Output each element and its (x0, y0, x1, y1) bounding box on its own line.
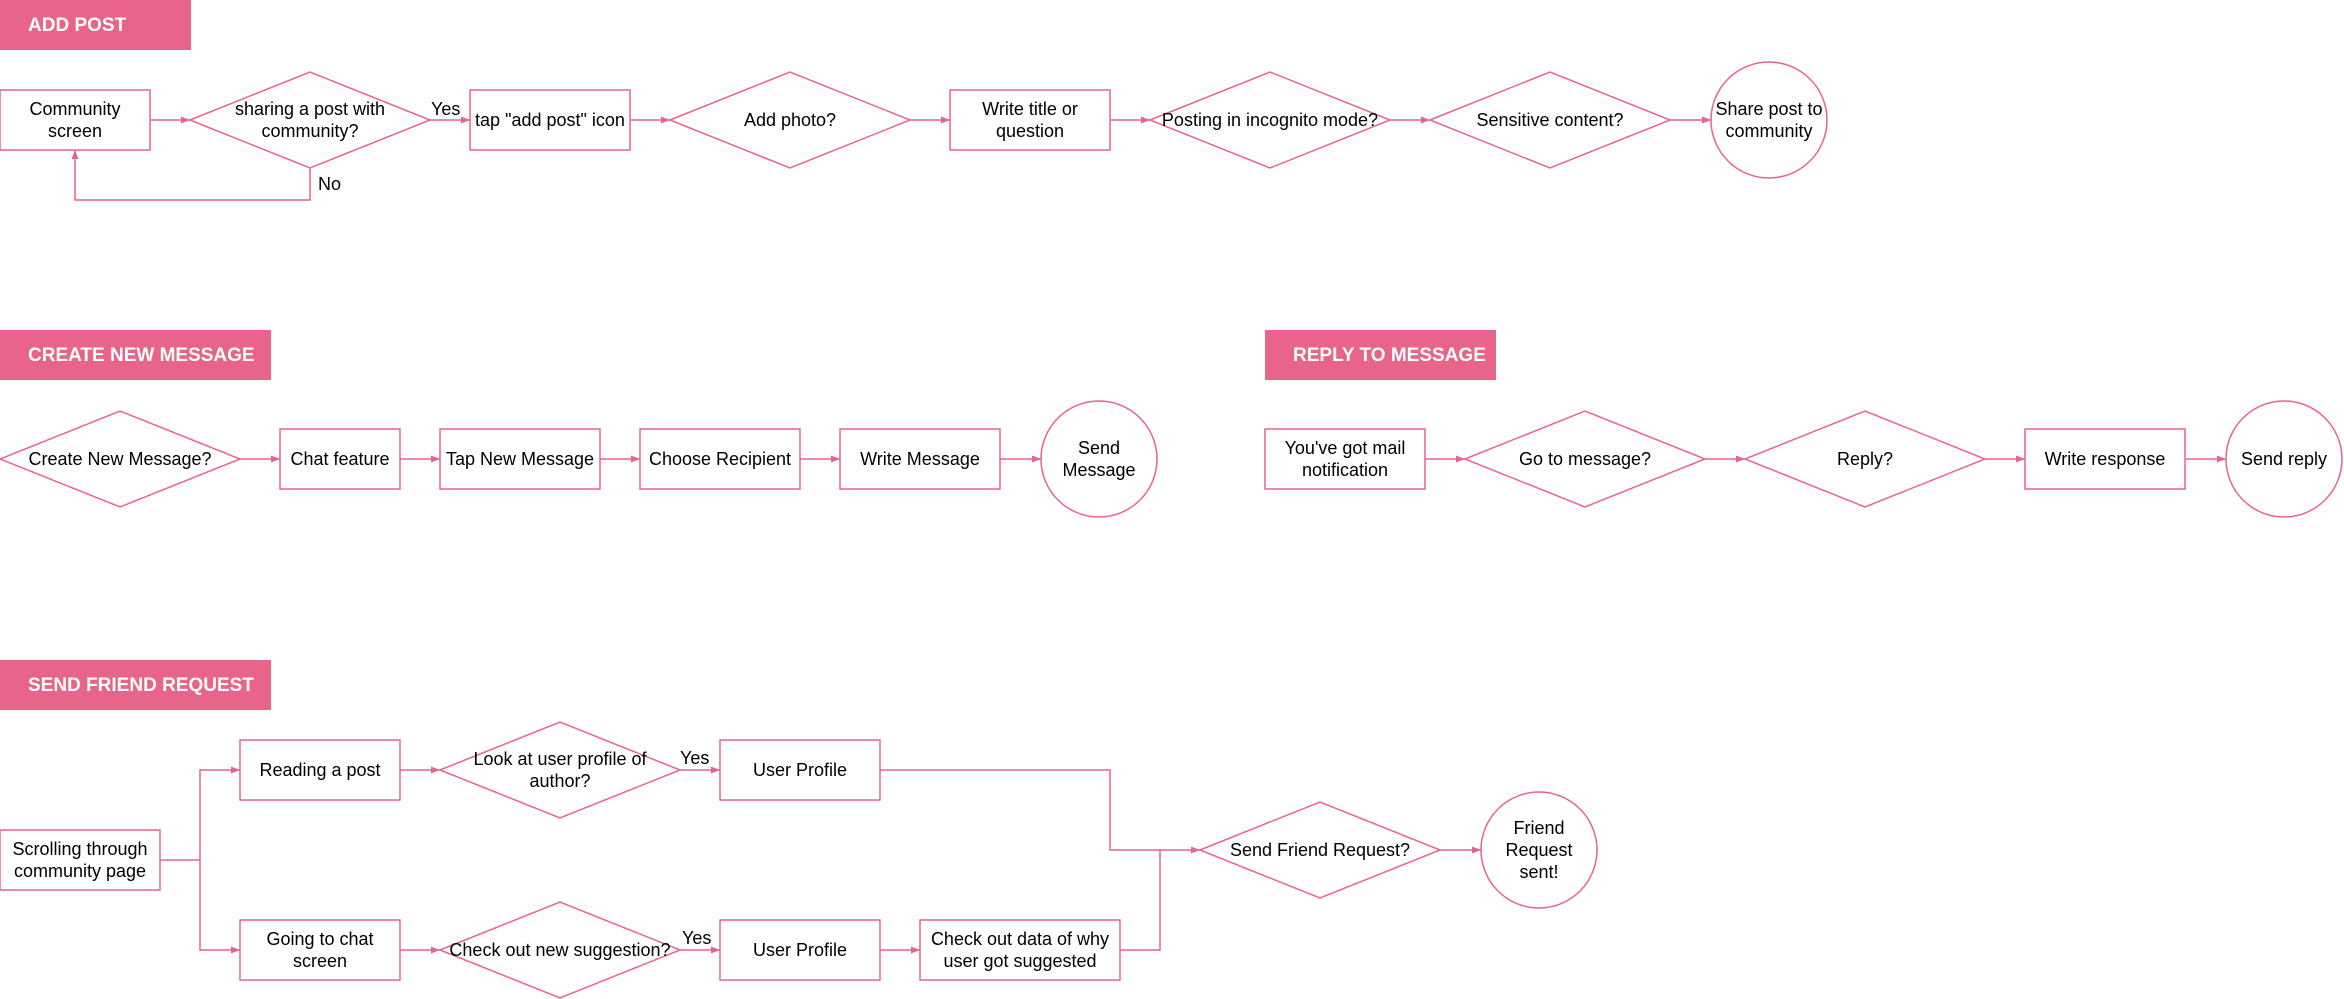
node-label: tap "add post" icon (475, 110, 625, 130)
node-label: Go to message? (1519, 449, 1651, 469)
edge-branch-to-chat (199, 860, 240, 954)
node-label: User Profile (753, 760, 847, 780)
node-label: Request (1505, 840, 1572, 860)
node-label: Friend (1513, 818, 1564, 838)
node-label: Reading a post (259, 760, 380, 780)
node-reply: Reply? (1742, 410, 1988, 508)
node-label: screen (293, 951, 347, 971)
node-label: Share post to (1715, 99, 1822, 119)
node-label: Sensitive content? (1476, 110, 1623, 130)
node-label: Message (1062, 460, 1135, 480)
node-label: Check out data of why (931, 929, 1109, 949)
node-label: sharing a post with (235, 99, 385, 119)
node-go-to-message: Go to message? (1462, 410, 1708, 508)
node-label: Reply? (1837, 449, 1893, 469)
node-label: Look at user profile of (473, 749, 647, 769)
node-label: Check out new suggestion? (449, 940, 670, 960)
node-label: Send Friend Request? (1230, 840, 1410, 860)
node-user-profile-2: User Profile (719, 919, 881, 981)
section-title-send-friend-request: SEND FRIEND REQUEST (0, 660, 271, 710)
node-label: Create New Message? (28, 449, 211, 469)
svg-text:SEND FRIEND REQUEST: SEND FRIEND REQUEST (28, 675, 254, 696)
node-label: Choose Recipient (649, 449, 791, 469)
node-label: Posting in incognito mode? (1162, 110, 1378, 130)
node-label: community (1725, 121, 1812, 141)
edge-label-no: No (318, 174, 341, 194)
node-label: Write Message (860, 449, 980, 469)
node-write-response: Write response (2024, 428, 2186, 490)
node-write-message: Write Message (839, 428, 1001, 490)
node-incognito: Posting in incognito mode? (1147, 71, 1393, 169)
node-choose-recipient: Choose Recipient (639, 428, 801, 490)
node-label: Write title or (982, 99, 1078, 119)
node-create-new-message: Create New Message? (0, 410, 243, 508)
node-send-friend-request: Send Friend Request? (1197, 801, 1443, 899)
node-label: community? (261, 121, 358, 141)
edge-label-yes: Yes (680, 748, 709, 768)
edge-label-yes: Yes (682, 928, 711, 948)
section-title-reply-to-message: REPLY TO MESSAGE (1265, 330, 1496, 380)
node-label: community page (14, 861, 146, 881)
node-label: Send reply (2241, 449, 2327, 469)
node-chat-feature: Chat feature (279, 428, 401, 490)
edge-sharing-no-loop (71, 150, 311, 201)
node-label: Community (29, 99, 120, 119)
node-label: Write response (2045, 449, 2166, 469)
node-label: notification (1302, 460, 1388, 480)
node-label: sent! (1519, 862, 1558, 882)
node-label: Tap New Message (446, 449, 594, 469)
node-label: Add photo? (744, 110, 836, 130)
node-label: author? (529, 771, 590, 791)
node-label: Going to chat (266, 929, 373, 949)
edge-branch-to-reading (199, 766, 240, 860)
edge-profile1-to-sfr (880, 769, 1200, 854)
node-tap-new-message: Tap New Message (439, 428, 601, 490)
node-tap-add-post: tap "add post" icon (469, 89, 631, 151)
node-label: question (996, 121, 1064, 141)
node-user-profile-1: User Profile (719, 739, 881, 801)
section-title-add-post: ADD POST (0, 0, 191, 50)
node-label: Send (1078, 438, 1120, 458)
node-label: You've got mail (1285, 438, 1406, 458)
node-reading-post: Reading a post (239, 739, 401, 801)
node-label: user got suggested (943, 951, 1096, 971)
node-send-reply: Send reply (2225, 400, 2343, 518)
svg-text:ADD POST: ADD POST (28, 15, 127, 36)
node-label: Scrolling through (12, 839, 147, 859)
node-label: Chat feature (290, 449, 389, 469)
node-check-suggestion: Check out new suggestion? (437, 901, 683, 999)
edge-data-to-sfr (1120, 850, 1161, 951)
node-sensitive: Sensitive content? (1427, 71, 1673, 169)
node-add-photo: Add photo? (667, 71, 913, 169)
svg-text:REPLY TO MESSAGE: REPLY TO MESSAGE (1293, 345, 1486, 366)
node-label: screen (48, 121, 102, 141)
section-title-create-new-message: CREATE NEW MESSAGE (0, 330, 271, 380)
node-label: User Profile (753, 940, 847, 960)
svg-text:CREATE NEW MESSAGE: CREATE NEW MESSAGE (28, 345, 255, 366)
edge-label-yes: Yes (431, 99, 460, 119)
